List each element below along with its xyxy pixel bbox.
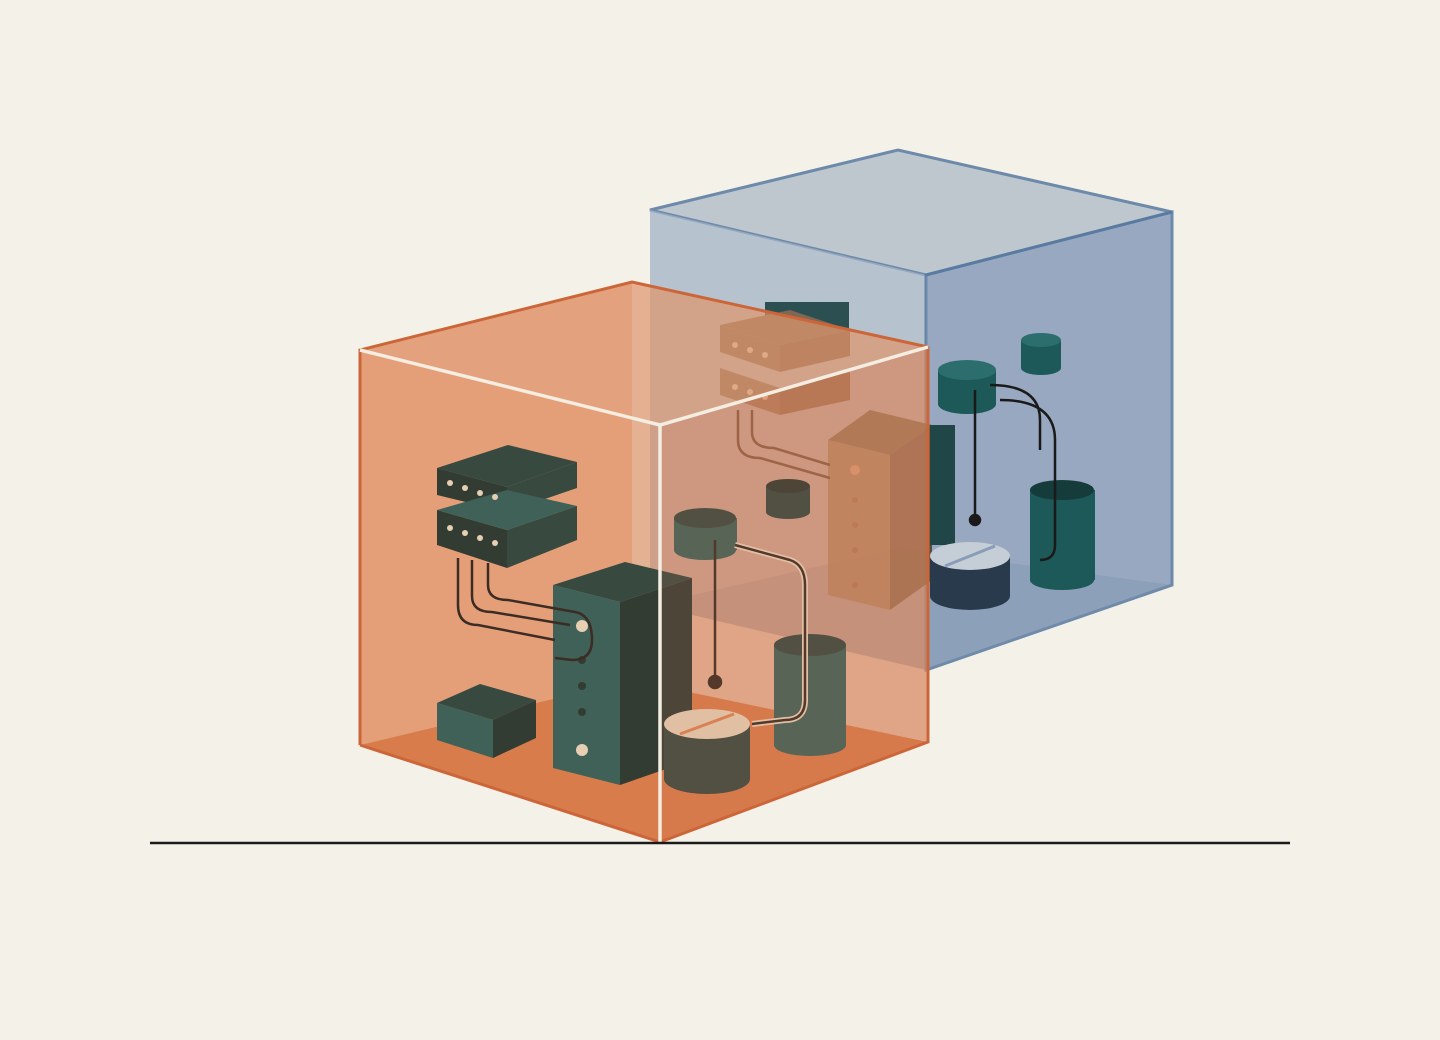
back-disk-cylinder [930,542,1010,610]
back-cylinder-top [938,360,996,414]
front-small-cylinder [766,479,810,519]
front-cylinder-top [674,508,737,560]
front-storage-cylinder [774,634,846,756]
front-container-front-right-face [660,347,928,842]
front-small-block [437,684,536,758]
front-container-edges [358,280,930,844]
back-storage-cylinder [1030,480,1095,590]
front-server-rack [437,445,577,568]
front-container-front-left-face [360,350,660,842]
front-container-top-face [360,282,928,425]
front-cables [456,540,808,727]
back-small-cylinder [1021,333,1061,375]
front-container [358,280,930,844]
front-disk-cylinder [664,709,750,794]
